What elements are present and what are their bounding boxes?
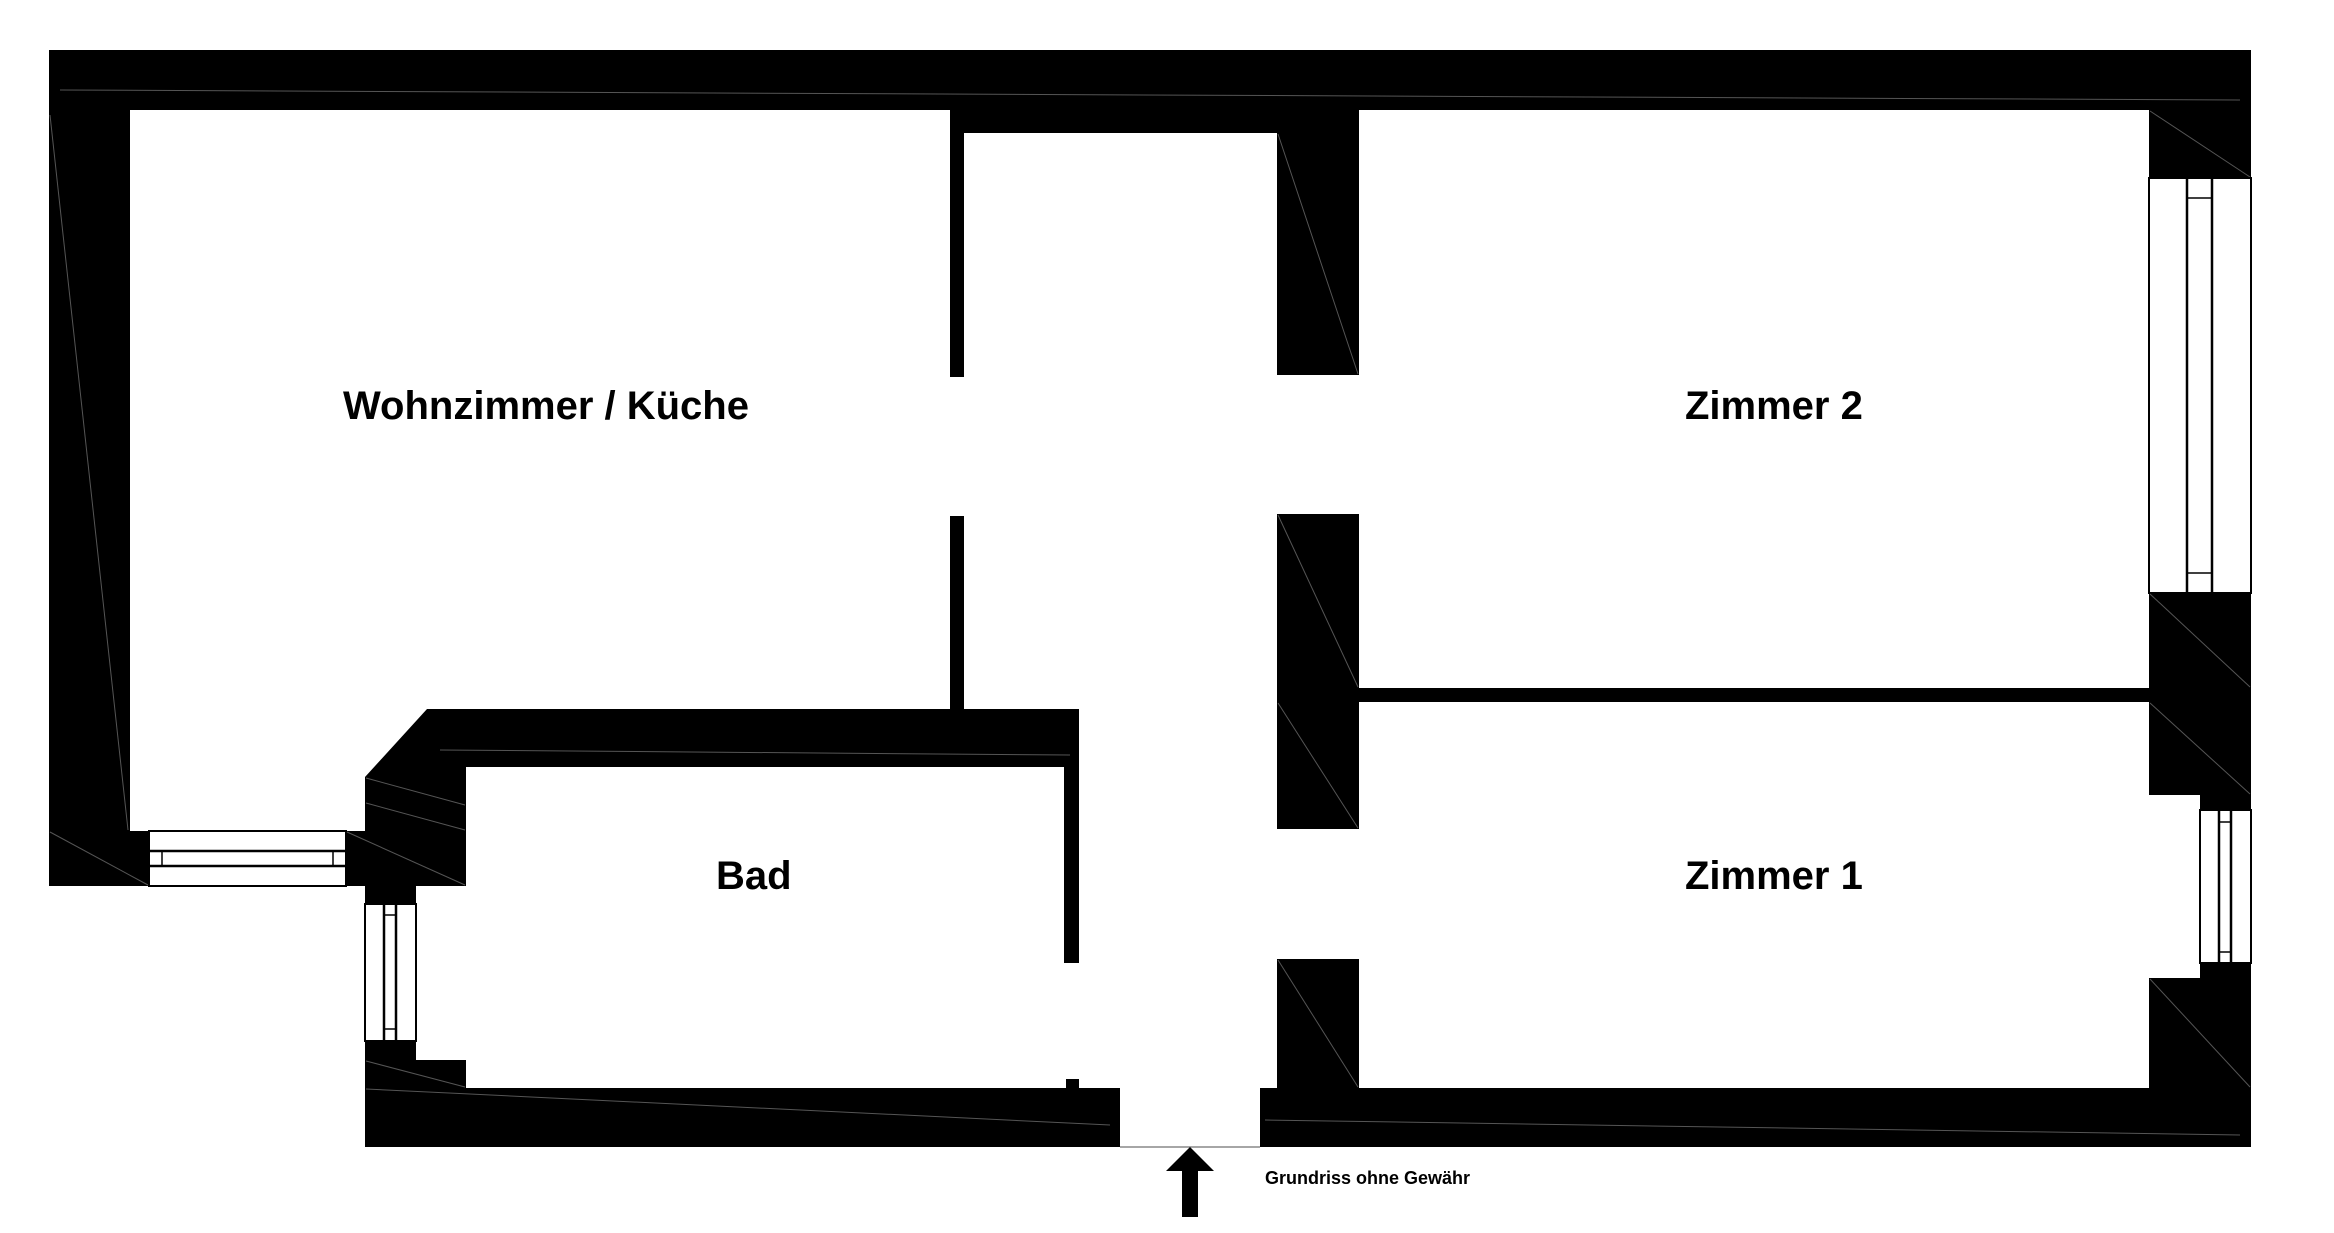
room-label-wohnzimmer: Wohnzimmer / Küche: [343, 384, 749, 428]
right-wall-z1-upper: [2200, 795, 2251, 810]
bottom-wall-left: [365, 1088, 1120, 1147]
partition-living-hall-lower: [950, 516, 964, 709]
window-zimmer1: [2199, 809, 2252, 964]
bad-right-wall: [1064, 767, 1079, 963]
disclaimer-text: Grundriss ohne Gewähr: [1265, 1168, 1471, 1188]
top-wall: [49, 50, 2251, 110]
divider-zimmer2-zimmer1: [1277, 688, 2251, 702]
window-living-room: [148, 830, 347, 887]
bad-right-stub: [1066, 1079, 1079, 1088]
bottom-wall-right: [1260, 1088, 2251, 1147]
room-label-bad: Bad: [716, 854, 792, 898]
room-label-zimmer2: Zimmer 2: [1685, 384, 1863, 428]
hall-top-ledge: [950, 110, 1359, 133]
right-wall-middle: [2149, 593, 2251, 795]
bad-left-block-upper: [365, 886, 416, 904]
bad-left-block-lower: [365, 1041, 416, 1060]
up-arrow-icon: [1166, 1147, 1214, 1217]
window-bad: [364, 903, 417, 1042]
bad-top-wall: [365, 709, 1079, 831]
partition-living-hall-upper: [950, 110, 964, 377]
room-label-zimmer1: Zimmer 1: [1685, 854, 1863, 898]
window-zimmer2: [2148, 177, 2252, 594]
right-wall-z1-lower: [2200, 963, 2251, 978]
